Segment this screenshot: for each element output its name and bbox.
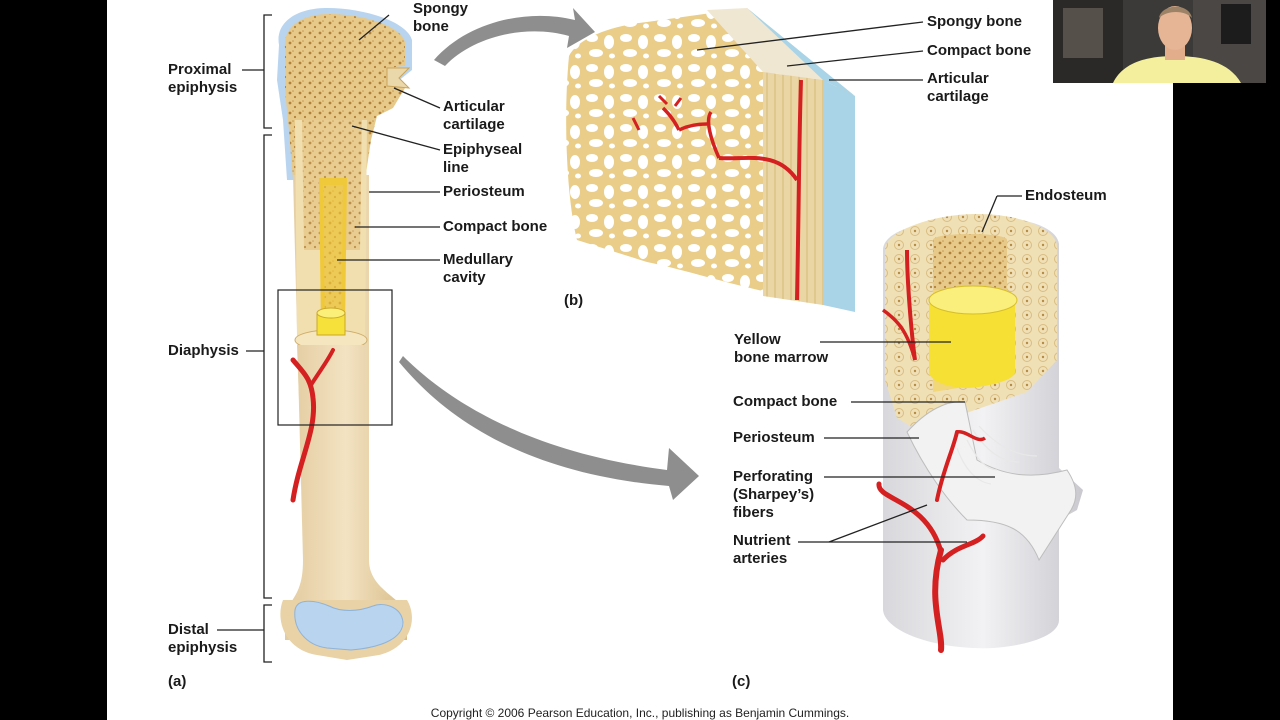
label-compact-bone-b: Compact bone	[927, 42, 1032, 59]
long-bone-drawing	[277, 8, 412, 660]
label-periosteum-a: Periosteum	[443, 183, 525, 200]
label-endosteum: Endosteum	[1025, 187, 1107, 204]
panel-a-brackets	[217, 14, 441, 663]
label-diaphysis: Diaphysis	[168, 342, 239, 359]
panel-c-leaders	[798, 195, 1022, 543]
label-periosteum-c: Periosteum	[733, 429, 815, 446]
bone-section-drawing	[876, 214, 1083, 653]
presenter-webcam	[1053, 0, 1266, 83]
panel-b-leaders	[696, 21, 924, 81]
spongy-bone-block	[566, 8, 855, 312]
label-compact-bone-a: Compact bone	[443, 218, 548, 235]
presenter-video-icon	[1053, 0, 1266, 83]
label-compact-bone-c: Compact bone	[733, 393, 838, 410]
arrow-to-c	[399, 356, 699, 500]
bone-anatomy-figure	[217, 8, 1083, 663]
panel-letter-a: (a)	[168, 673, 187, 690]
arrow-to-b	[434, 8, 595, 66]
copyright-text: Copyright © 2006 Pearson Education, Inc.…	[430, 706, 850, 720]
label-spongy-bone-b: Spongy bone	[927, 13, 1022, 30]
panel-letter-c: (c)	[732, 673, 751, 690]
panel-letter-b: (b)	[564, 292, 584, 309]
label-perforating-fibers: Perforating(Sharpey’s)fibers	[733, 468, 815, 521]
